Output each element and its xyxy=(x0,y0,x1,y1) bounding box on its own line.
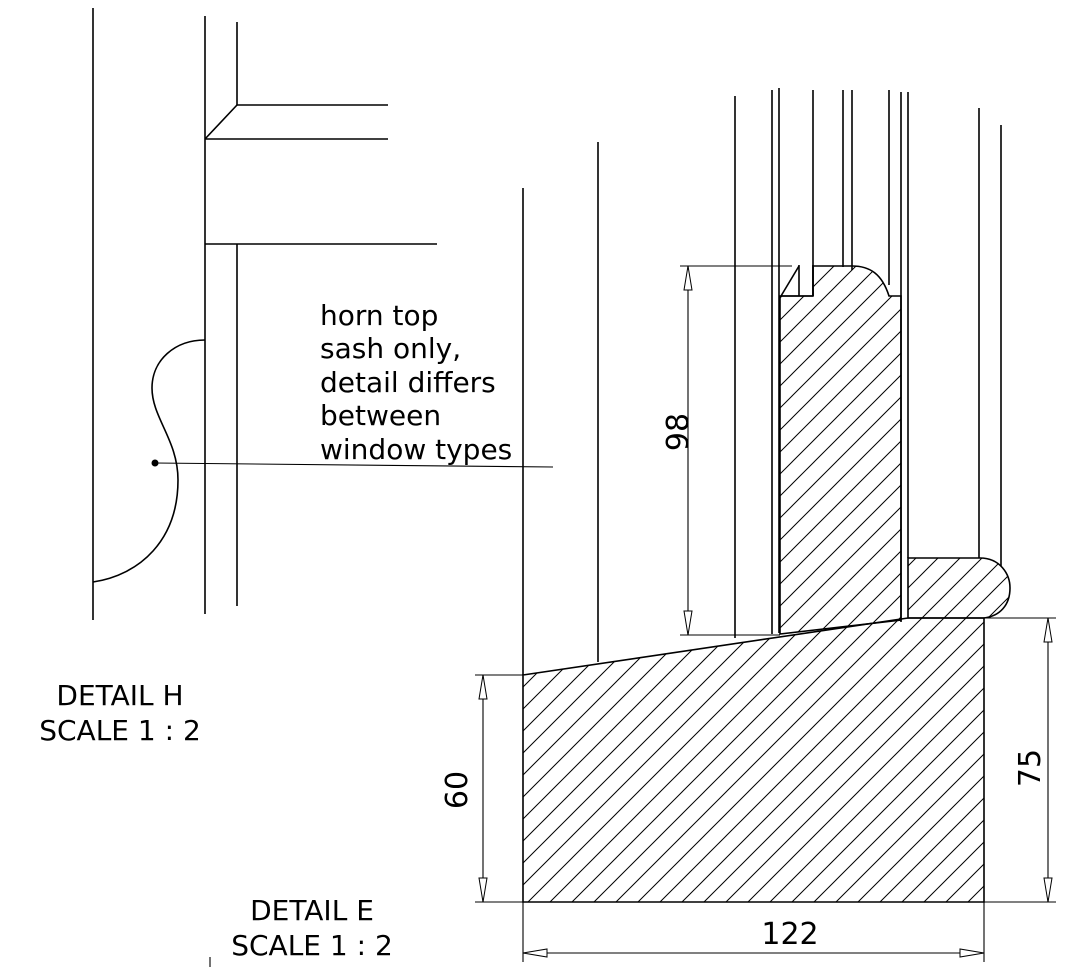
dimension-122: 122 xyxy=(522,902,985,962)
detail-h-scale: SCALE 1 : 2 xyxy=(39,714,201,747)
dimension-75: 75 xyxy=(984,617,1056,903)
detail-h-title: DETAIL H xyxy=(56,679,183,712)
note-line-4: between xyxy=(320,399,441,432)
dimension-122-label: 122 xyxy=(761,917,818,952)
detail-h-view xyxy=(92,8,437,620)
sill-nose-section xyxy=(907,557,1011,619)
note-text: horn top sash only, detail differs betwe… xyxy=(320,299,512,466)
detail-h-caption: DETAIL H SCALE 1 : 2 xyxy=(39,679,201,747)
dimension-75-label: 75 xyxy=(1013,749,1048,787)
note-line-2: sash only, xyxy=(320,332,461,365)
sash-section xyxy=(779,265,902,635)
note-line-5: window types xyxy=(320,433,512,466)
dimension-60-label: 60 xyxy=(440,771,475,809)
detail-e-caption: DETAIL E SCALE 1 : 2 xyxy=(231,894,393,962)
horn-profile xyxy=(92,339,206,583)
sill-section xyxy=(522,617,985,903)
dimension-98-label: 98 xyxy=(661,413,696,451)
detail-e-title: DETAIL E xyxy=(250,894,374,927)
note-line-1: horn top xyxy=(320,299,438,332)
dimension-60: 60 xyxy=(440,674,523,903)
note-line-3: detail differs xyxy=(320,366,496,399)
detail-e-scale: SCALE 1 : 2 xyxy=(231,929,393,962)
dimension-98: 98 xyxy=(661,265,792,636)
note-leader xyxy=(151,459,554,468)
detail-e-view xyxy=(522,88,1011,903)
